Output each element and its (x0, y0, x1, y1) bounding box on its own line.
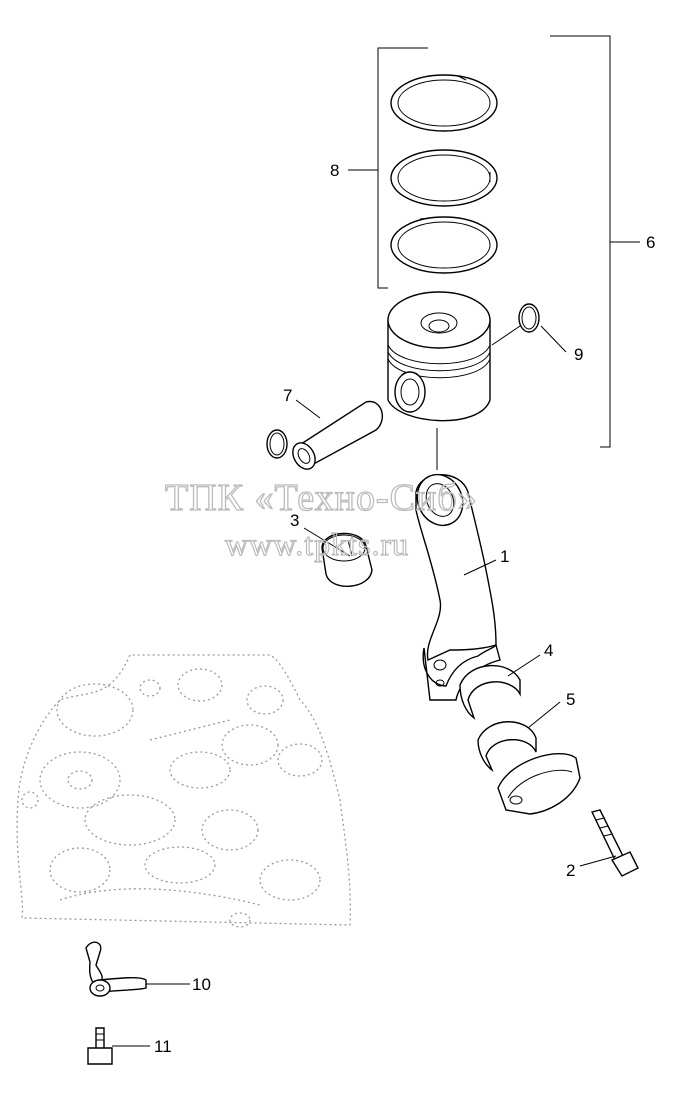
piston-ring-middle (390, 149, 498, 207)
bearing-shell-upper (459, 664, 521, 720)
cooling-nozzle (85, 941, 147, 997)
callout-5: 5 (566, 690, 575, 709)
snap-ring-left (266, 429, 288, 459)
callout-1: 1 (500, 547, 509, 566)
piston-ring-bottom (390, 216, 498, 274)
bracket-assembly-6 (550, 35, 640, 448)
callout-8: 8 (330, 161, 339, 180)
bracket-rings-8 (348, 47, 428, 289)
bearing-shell-lower (477, 721, 537, 773)
callout-10: 10 (192, 975, 211, 994)
callout-3: 3 (290, 511, 299, 530)
piston-ring-top (390, 74, 498, 132)
connecting-rod-cap (497, 753, 581, 815)
piston-pin (292, 400, 384, 470)
rod-cap-bolt (590, 809, 639, 877)
callout-9: 9 (574, 345, 583, 364)
callout-11: 11 (154, 1037, 172, 1056)
watermark-url: www.tpkts.ru (225, 526, 409, 562)
piston (387, 291, 491, 422)
watermark-company: ТПК «Техно-Сиб» (165, 477, 478, 519)
cooling-nozzle-bolt (87, 1027, 113, 1065)
engine-block-outline (16, 654, 351, 928)
callout-6: 6 (646, 233, 655, 252)
callout-2: 2 (566, 861, 575, 880)
connecting-rod (415, 473, 501, 701)
callout-4: 4 (544, 641, 553, 660)
callout-7: 7 (283, 386, 292, 405)
snap-ring-right (518, 303, 540, 333)
leader-lines (112, 325, 617, 1047)
